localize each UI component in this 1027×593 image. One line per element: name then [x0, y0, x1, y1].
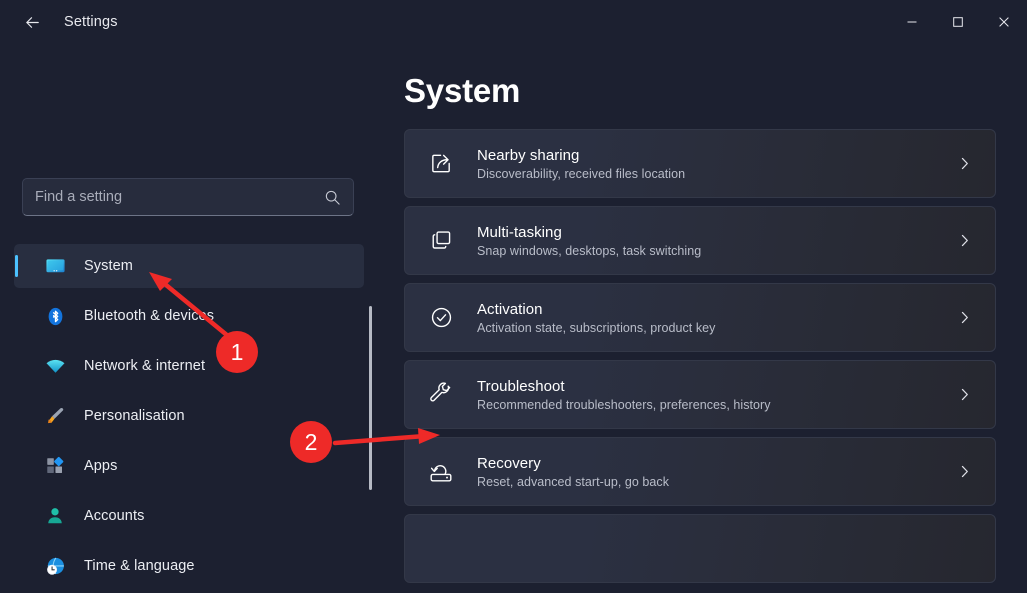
sidebar-item-network-internet[interactable]: Network & internet — [14, 344, 364, 388]
share-icon — [427, 150, 455, 178]
sidebar-scrollbar-thumb[interactable] — [369, 306, 372, 490]
bluetooth-icon — [44, 305, 66, 327]
multitask-windows-icon — [427, 227, 455, 255]
sidebar-item-apps[interactable]: Apps — [14, 444, 364, 488]
card-activation[interactable]: Activation Activation state, subscriptio… — [404, 283, 996, 352]
page-title: System — [404, 72, 521, 109]
card-title: Recovery — [477, 454, 541, 472]
card-title: Troubleshoot — [477, 377, 565, 395]
sidebar-nav-list: System Bluetooth & devices — [14, 244, 364, 593]
chevron-right-icon[interactable] — [953, 461, 975, 483]
check-circle-icon — [427, 304, 455, 332]
sidebar-item-label: Apps — [84, 458, 118, 474]
card-title: Nearby sharing — [477, 146, 580, 164]
back-arrow-icon — [25, 16, 39, 28]
recovery-drive-icon — [427, 458, 455, 486]
sidebar-item-system[interactable]: System — [14, 244, 364, 288]
close-icon — [999, 17, 1009, 27]
card-title: Activation — [477, 300, 543, 318]
sidebar: System Bluetooth & devices — [0, 44, 378, 593]
chevron-right-icon[interactable] — [953, 307, 975, 329]
sidebar-item-label: Time & language — [84, 558, 195, 574]
globe-clock-icon — [44, 555, 66, 577]
window-controls — [889, 0, 1027, 44]
card-subtitle: Discoverability, received files location — [477, 166, 686, 181]
card-subtitle: Recommended troubleshooters, preferences… — [477, 397, 771, 412]
maximize-icon — [953, 17, 963, 27]
card-subtitle: Snap windows, desktops, task switching — [477, 243, 702, 258]
back-button[interactable] — [10, 7, 54, 37]
wifi-icon — [44, 355, 66, 377]
card-subtitle: Reset, advanced start-up, go back — [477, 474, 670, 489]
card-nearby-sharing[interactable]: Nearby sharing Discoverability, received… — [404, 129, 996, 198]
title-bar: Settings — [0, 0, 1027, 44]
minimize-icon — [907, 21, 917, 23]
search-icon[interactable] — [324, 189, 341, 206]
sidebar-item-label: System — [84, 258, 133, 274]
chevron-right-icon[interactable] — [953, 153, 975, 175]
person-icon — [44, 505, 66, 527]
sidebar-item-label: Network & internet — [84, 358, 206, 374]
card-title: Multi-tasking — [477, 223, 562, 241]
card-recovery[interactable]: Recovery Reset, advanced start-up, go ba… — [404, 437, 996, 506]
card-partial-next[interactable] — [404, 514, 996, 583]
sidebar-item-label: Accounts — [84, 508, 145, 524]
card-troubleshoot[interactable]: Troubleshoot Recommended troubleshooters… — [404, 360, 996, 429]
search-input[interactable] — [35, 189, 324, 205]
monitor-icon — [44, 255, 66, 277]
card-multi-tasking[interactable]: Multi-tasking Snap windows, desktops, ta… — [404, 206, 996, 275]
sidebar-item-bluetooth-devices[interactable]: Bluetooth & devices — [14, 294, 364, 338]
sidebar-item-label: Personalisation — [84, 408, 185, 424]
close-button[interactable] — [981, 0, 1027, 44]
search-container — [22, 178, 354, 216]
chevron-right-icon[interactable] — [953, 384, 975, 406]
card-subtitle: Activation state, subscriptions, product… — [477, 320, 716, 335]
paintbrush-icon — [44, 405, 66, 427]
sidebar-item-accounts[interactable]: Accounts — [14, 494, 364, 538]
apps-icon — [44, 455, 66, 477]
sidebar-item-label: Bluetooth & devices — [84, 308, 215, 324]
sidebar-item-personalisation[interactable]: Personalisation — [14, 394, 364, 438]
chevron-right-icon[interactable] — [953, 230, 975, 252]
window-title: Settings — [64, 14, 118, 30]
maximize-button[interactable] — [935, 0, 981, 44]
settings-card-list: Nearby sharing Discoverability, received… — [404, 129, 996, 591]
search-box[interactable] — [22, 178, 354, 216]
minimize-button[interactable] — [889, 0, 935, 44]
main-content: System Nearby sharing Discoverability, r… — [378, 44, 1027, 593]
sidebar-item-time-language[interactable]: Time & language — [14, 544, 364, 588]
wrench-icon — [427, 381, 455, 409]
